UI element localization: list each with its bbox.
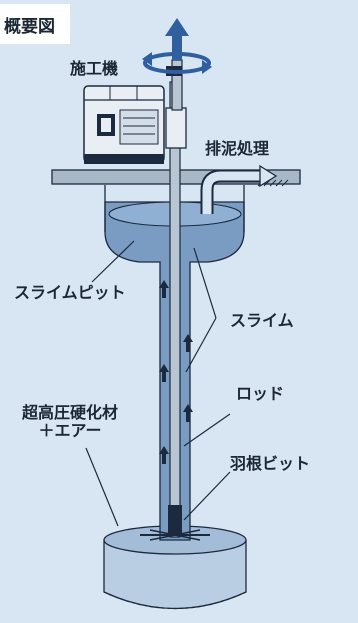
leader-lines xyxy=(85,240,231,527)
diagram-title: 概要図 xyxy=(4,16,55,37)
flow-arrows xyxy=(159,280,193,464)
title-box: 概要図 xyxy=(0,4,70,44)
label-rod: ロッド xyxy=(236,384,285,403)
label-slime: スライム xyxy=(230,311,294,330)
label-material-line2: ＋エアー xyxy=(38,421,102,441)
vane-bit xyxy=(140,529,210,541)
label-material: 超高圧硬化材 ＋エアー xyxy=(22,403,119,441)
label-material-line1: 超高圧硬化材 xyxy=(22,403,119,422)
label-machine: 施工機 xyxy=(70,59,119,78)
label-bit: 羽根ビット xyxy=(230,454,311,473)
machine xyxy=(83,59,187,164)
label-drain: 排泥処理 xyxy=(205,139,270,158)
rod xyxy=(168,81,182,538)
drain-pipe xyxy=(200,164,278,214)
label-slime-pit: スライムピット xyxy=(14,283,126,302)
up-arrow xyxy=(165,18,189,60)
